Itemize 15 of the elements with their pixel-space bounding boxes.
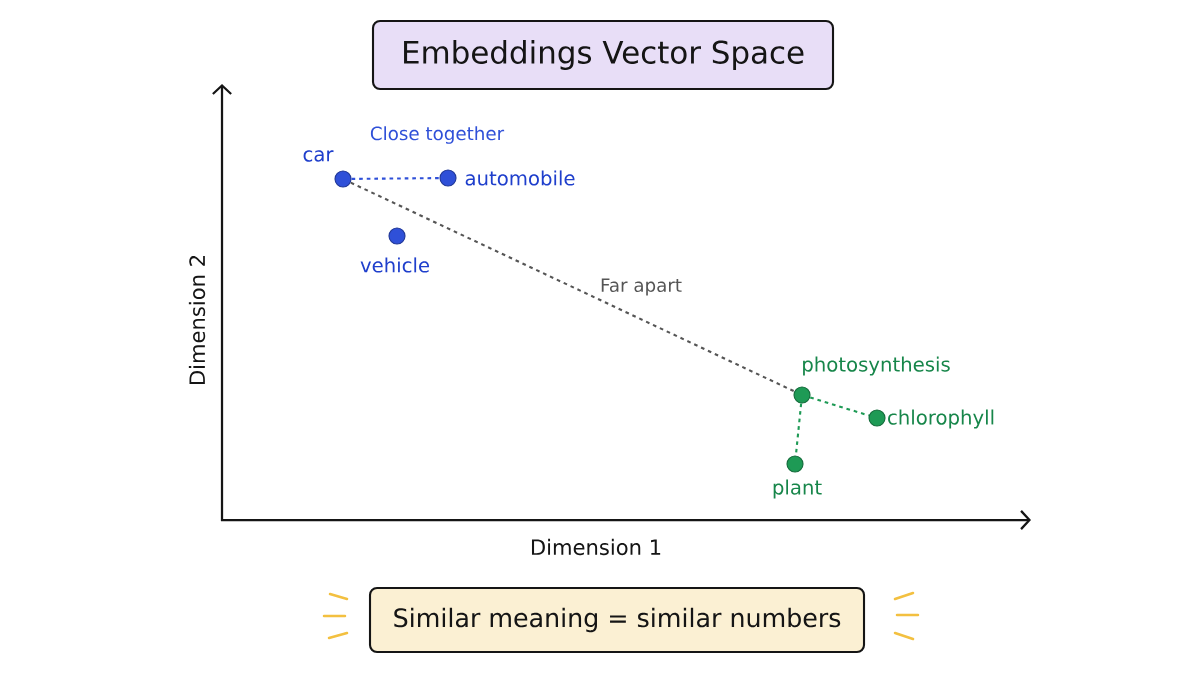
edge-label: Close together xyxy=(367,124,507,146)
dotted-line xyxy=(809,396,870,417)
title-box: Embeddings Vector Space xyxy=(371,19,835,91)
point-label: photosynthesis xyxy=(803,356,950,376)
point-label: vehicle xyxy=(360,257,430,273)
edge-label: Far apart xyxy=(597,276,685,298)
axis-label: Dimension 1 xyxy=(532,538,661,556)
caption-box: Similar meaning = similar numbers xyxy=(368,586,866,654)
point-label: automobile xyxy=(465,170,575,186)
point-label: car xyxy=(303,150,334,162)
dotted-line xyxy=(351,177,440,180)
point-label: chlorophyll xyxy=(888,409,994,429)
point-label: plant xyxy=(773,479,822,499)
axis-label: Dimension 2 xyxy=(188,256,206,385)
dotted-line xyxy=(350,181,795,393)
